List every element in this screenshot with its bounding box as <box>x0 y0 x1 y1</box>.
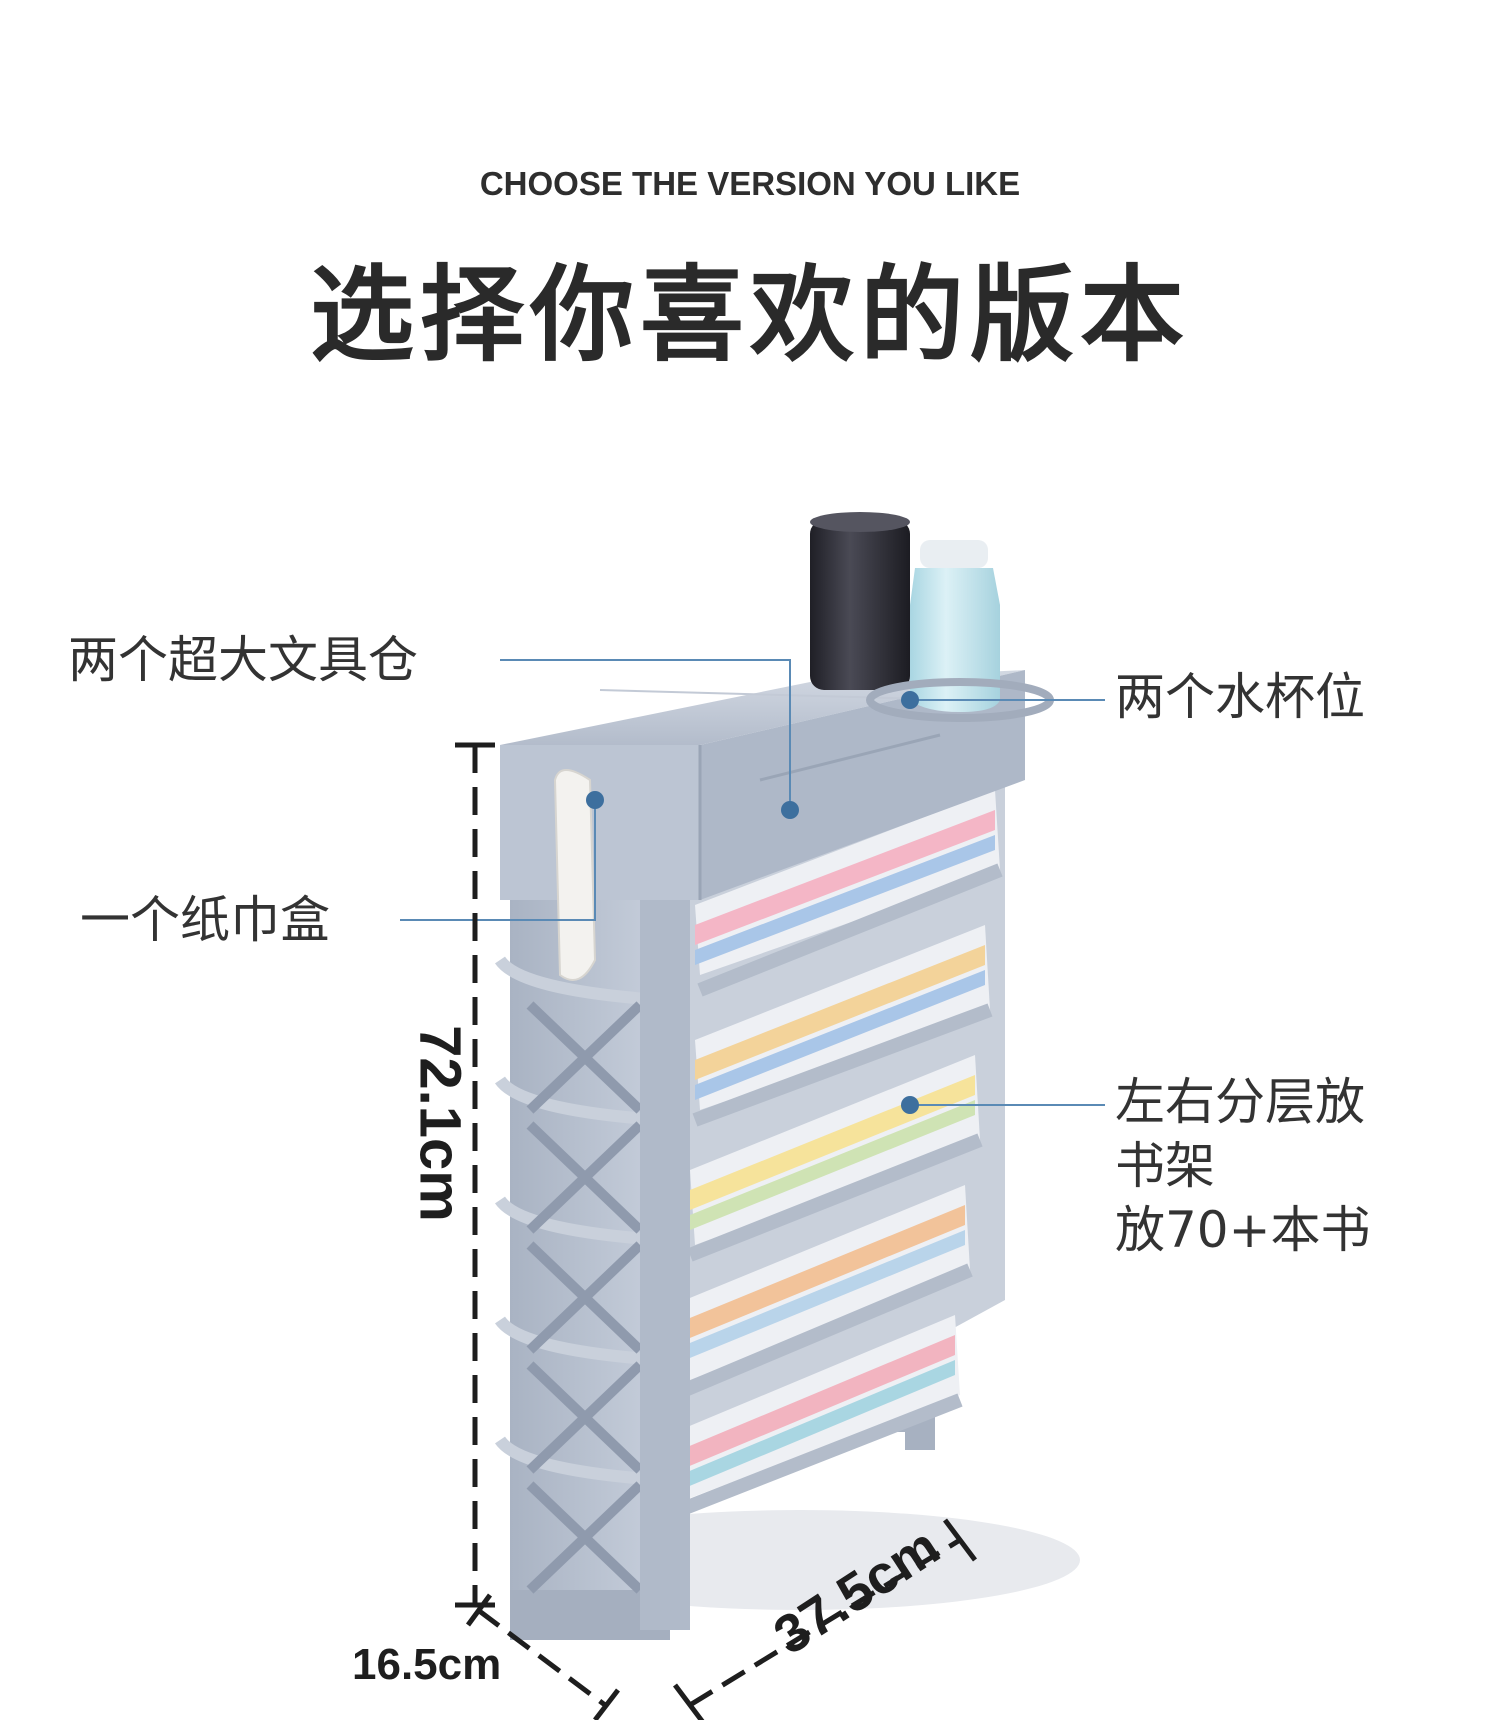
black-bottle <box>810 512 910 690</box>
callout-tissue: 一个纸巾盒 <box>80 891 330 949</box>
callout-shelves-line-3: 放70+本书 <box>1115 1201 1371 1259</box>
depth-dimension-line <box>465 1593 620 1720</box>
callout-shelves-line-2: 书架 <box>1115 1137 1215 1195</box>
height-dimension-label: 72.1cm <box>407 1025 473 1222</box>
tissue <box>553 769 597 981</box>
page-title: 选择你喜欢的版本 <box>309 254 1190 376</box>
depth-dimension-label: 16.5cm <box>352 1640 502 1689</box>
leader-lines <box>400 659 1105 1106</box>
width-dimension-line <box>673 1518 977 1720</box>
books <box>680 790 1000 1500</box>
leader-dots <box>586 691 919 1114</box>
callout-shelves-line-1: 左右分层放 <box>1115 1073 1365 1131</box>
subtitle: CHOOSE THE VERSION YOU LIKE <box>479 165 1021 202</box>
callout-cups: 两个水杯位 <box>1115 668 1365 726</box>
light-blue-bottle <box>910 540 1000 712</box>
height-dimension-line <box>455 742 495 1608</box>
callout-shelves: 左右分层放 书架 放70+本书 <box>1115 1070 1371 1262</box>
right-shelf-trays <box>677 863 1003 1517</box>
top-storage-box <box>500 670 1025 900</box>
callout-stationery: 两个超大文具仓 <box>68 631 418 689</box>
rack-front-frame <box>495 800 690 1640</box>
